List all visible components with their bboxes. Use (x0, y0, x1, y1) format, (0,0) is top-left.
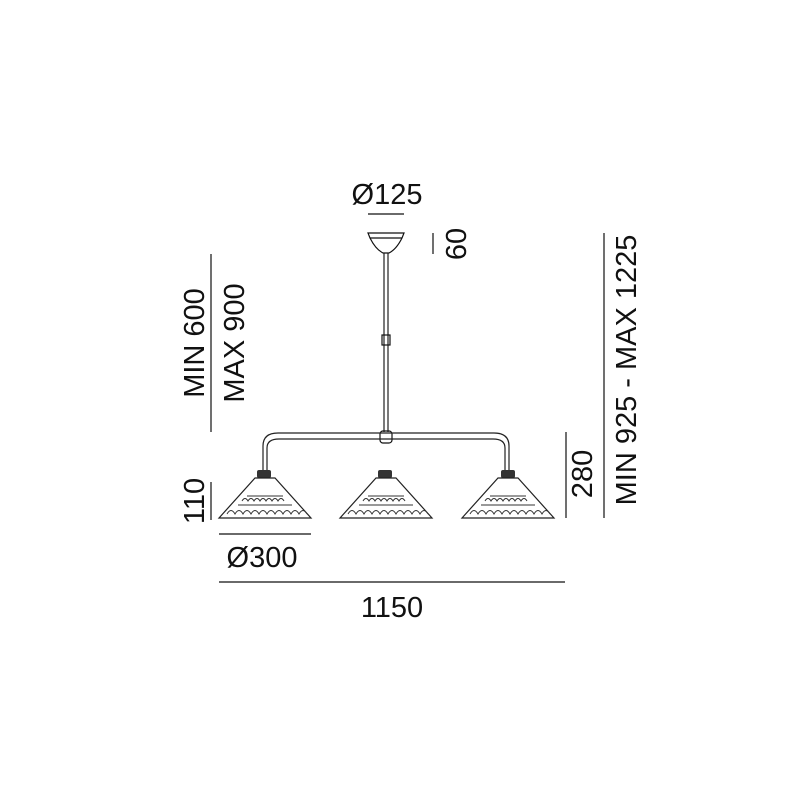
shade-height-dimension: 110 (179, 478, 212, 524)
bar-to-shade-dimension: 280 (565, 432, 599, 518)
ceiling-canopy (367, 232, 405, 254)
canopy-diameter-dimension: Ø125 (352, 179, 423, 215)
overall-width-label: 1150 (361, 592, 423, 624)
shade-diameter-label: Ø300 (227, 542, 298, 574)
suspension-dimension: MIN 600 MAX 900 (179, 254, 251, 432)
right-shade (460, 470, 556, 519)
canopy-height-label: 60 (441, 228, 473, 260)
overall-height-label: MIN 925 - MAX 1225 (611, 235, 643, 506)
horizontal-arm (262, 432, 510, 472)
center-shade (338, 470, 434, 519)
shade-diameter-dimension: Ø300 (219, 533, 311, 574)
canopy-height-dimension: 60 (432, 228, 473, 260)
overall-height-dimension: MIN 925 - MAX 1225 (603, 233, 643, 518)
shade-height-label: 110 (179, 478, 211, 524)
canopy-diameter-label: Ø125 (352, 179, 423, 211)
bar-to-shade-label: 280 (567, 450, 599, 498)
suspension-rod (379, 253, 393, 444)
suspension-min-label: MIN 600 (179, 288, 211, 398)
suspension-max-label: MAX 900 (219, 283, 251, 402)
left-shade (217, 470, 313, 519)
overall-width-dimension: 1150 (219, 581, 565, 624)
